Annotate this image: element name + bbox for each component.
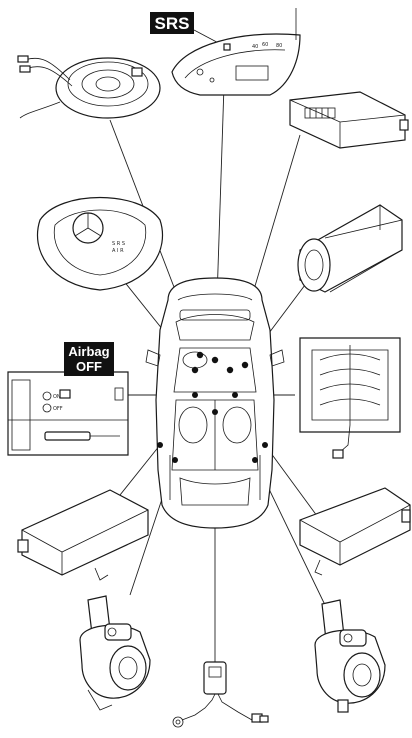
dot-belt-tensioner-right [252, 457, 258, 463]
srs-warning-lamp [223, 43, 231, 51]
driver-airbag-illustration: S R S A I R [36, 197, 164, 291]
srs-label-box [150, 12, 194, 34]
dot-side-airbag-right [262, 442, 268, 448]
seat-sensor-illustration [299, 337, 401, 459]
dot-seat-sensor [232, 392, 238, 398]
switch-on-text: ON [53, 394, 61, 400]
svg-text:40: 40 [252, 44, 258, 50]
airbag-off-label-box [64, 342, 114, 376]
dot-driver-airbag [191, 366, 199, 374]
switch-off-text: OFF [53, 406, 63, 412]
clock-spring-illustration [17, 55, 161, 119]
svg-text:S R S: S R S [112, 241, 125, 247]
leader-side-airbag-right [264, 444, 321, 521]
airbag-off-label-line2: OFF [76, 359, 102, 374]
svg-text:60: 60 [262, 42, 268, 48]
dot-side-airbag-left [157, 442, 163, 448]
airbag-off-switch-illustration: Airbag OFF ON OFF [7, 342, 129, 456]
car-component-dots [157, 351, 268, 463]
airbag-control-unit-illustration [289, 91, 409, 149]
passenger-airbag-illustration [297, 204, 403, 293]
svg-text:80: 80 [276, 43, 282, 49]
dot-airbag-off-switch [192, 392, 198, 398]
instrument-cluster-illustration: SRS 40 60 80 [150, 8, 301, 96]
dot-passenger-airbag [241, 361, 249, 369]
airbag-off-indicator [59, 389, 71, 399]
belt-tensioner-right-illustration [314, 599, 386, 713]
side-airbag-left-illustration [17, 489, 149, 581]
dot-belt-tensioner-left [172, 457, 178, 463]
svg-text:A I R: A I R [112, 248, 124, 254]
dot-clock-spring [196, 351, 204, 359]
airbag-off-label-line1: Airbag [68, 344, 109, 359]
car-top-view [145, 277, 285, 529]
dot-control-unit [226, 366, 234, 374]
belt-tensioner-left-illustration [79, 595, 151, 711]
side-airbag-right-illustration [299, 487, 411, 576]
srs-label-text: SRS [155, 14, 190, 33]
dot-srs-lamp [211, 356, 219, 364]
buckle-switch-illustration [172, 661, 269, 728]
dot-center-tunnel [212, 409, 218, 415]
